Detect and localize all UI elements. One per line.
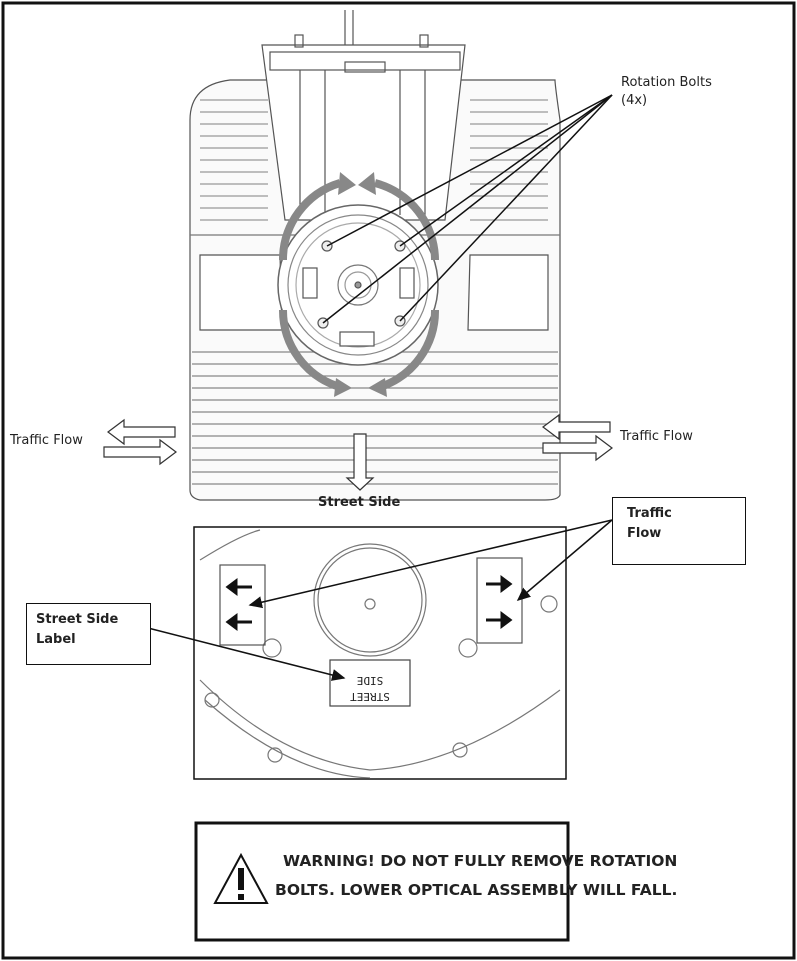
detail-traffic-flow-line2: Flow bbox=[627, 526, 662, 541]
detail-plate-arrows bbox=[225, 575, 513, 631]
fixture-top-view bbox=[189, 10, 561, 501]
detail-traffic-flow-line1: Traffic bbox=[627, 506, 672, 521]
warning-box-frame bbox=[194, 821, 570, 942]
traffic-flow-right-label: Traffic Flow bbox=[620, 429, 693, 444]
warning-line-1: WARNING! DO NOT FULLY REMOVE ROTATION bbox=[283, 852, 678, 870]
detail-street-side-line1: Street Side bbox=[36, 612, 119, 627]
traffic-flow-leader-2 bbox=[516, 519, 613, 601]
street-side-label: Street Side bbox=[318, 495, 401, 510]
traffic-flow-leader-1 bbox=[248, 519, 613, 609]
warning-line-2: BOLTS. LOWER OPTICAL ASSEMBLY WILL FALL. bbox=[275, 881, 678, 899]
traffic-flow-arrows-left bbox=[103, 418, 177, 466]
rotation-bolts-count: (4x) bbox=[621, 93, 648, 108]
fixture-street-side-label: STREET SIDE bbox=[334, 664, 406, 704]
warning-triangle-icon bbox=[213, 852, 269, 904]
street-side-arrow bbox=[345, 433, 375, 491]
fixture-label-line2: SIDE bbox=[356, 674, 384, 687]
detail-view-frame bbox=[193, 526, 567, 780]
detail-street-side-callout: Street Side Label bbox=[26, 603, 151, 665]
traffic-flow-left-label: Traffic Flow bbox=[10, 433, 83, 448]
detail-street-side-line2: Label bbox=[36, 632, 76, 647]
detail-traffic-flow-callout: Traffic Flow bbox=[612, 497, 746, 565]
detail-view-drawing bbox=[199, 529, 561, 779]
rotation-bolts-label: Rotation Bolts bbox=[621, 75, 712, 90]
street-side-label-leader bbox=[147, 627, 346, 681]
rotation-bolt-leaders bbox=[322, 94, 613, 324]
fixture-label-line1: STREET bbox=[350, 690, 390, 703]
traffic-flow-arrows-right bbox=[542, 413, 613, 462]
